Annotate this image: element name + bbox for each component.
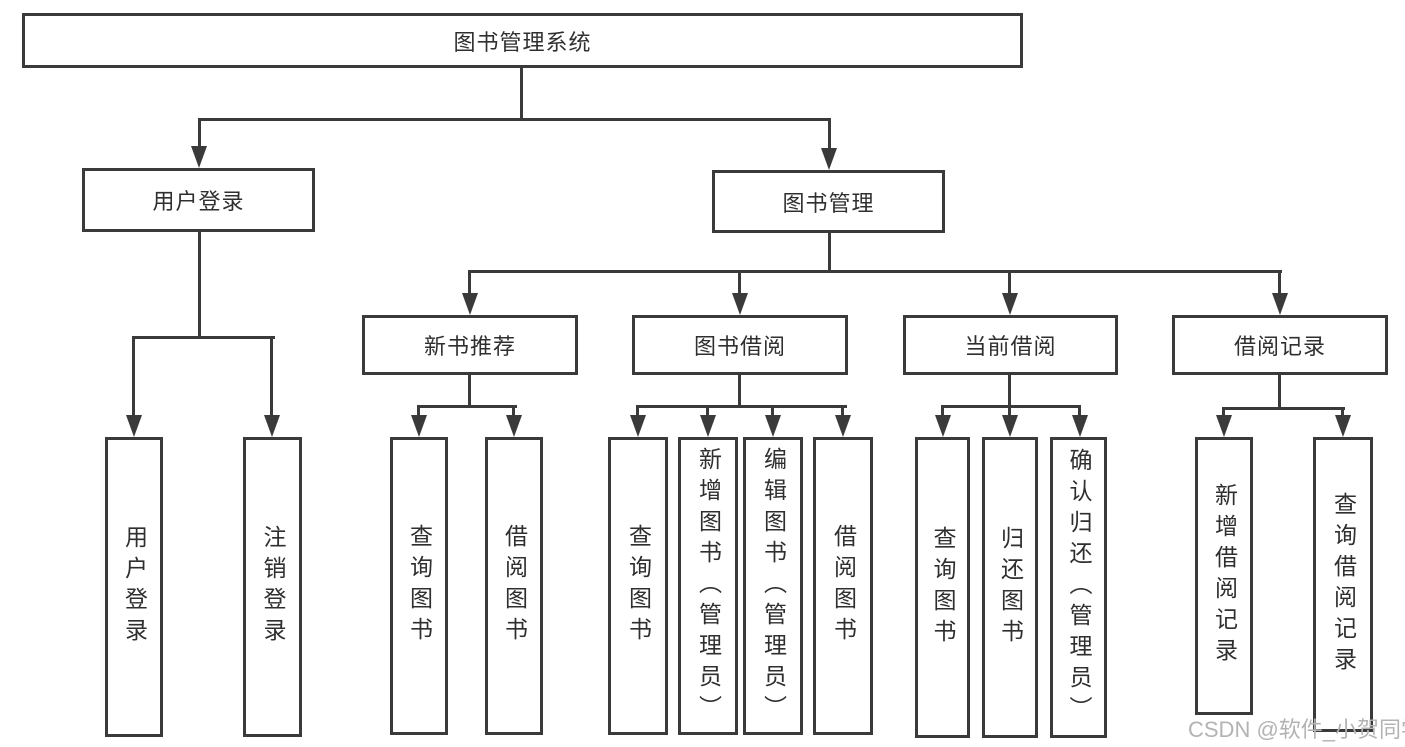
node-book-borrow: 图书借阅	[632, 315, 848, 375]
connector-records-drop-2	[1341, 407, 1344, 417]
connector-current-bar	[941, 405, 1081, 408]
leaf-logout: 注销登录	[243, 437, 302, 737]
arrowhead-borrow-leaf-3	[765, 415, 781, 437]
connector-login-drop-2	[270, 336, 273, 415]
node-user-login-label: 用户登录	[152, 189, 245, 214]
arrowhead-login-leaf-2	[264, 415, 280, 437]
leaf-current-confirm-admin: 确认归还（管理员）	[1050, 437, 1107, 738]
connector-login-bar	[132, 336, 275, 339]
leaf-current-confirm-admin-label: 确认归还（管理员）	[1066, 448, 1092, 727]
leaf-records-add: 新增借阅记录	[1195, 437, 1253, 715]
leaf-borrow-query: 查询图书	[608, 437, 668, 735]
node-borrow-records-label: 借阅记录	[1233, 334, 1326, 359]
leaf-current-query-label: 查询图书	[930, 525, 956, 650]
leaf-records-query-label: 查询借阅记录	[1330, 491, 1357, 678]
node-current-borrow-label: 当前借阅	[964, 334, 1057, 359]
leaf-borrow-add-admin-label: 新增图书（管理员）	[695, 446, 722, 726]
arrowhead-borrow-leaf-2	[700, 415, 716, 437]
node-book-borrow-label: 图书借阅	[693, 334, 786, 359]
connector-borrow-drop-1	[636, 405, 639, 417]
node-borrow-records: 借阅记录	[1172, 315, 1388, 375]
arrowhead-borrow-leaf-4	[835, 415, 851, 437]
connector-mgmt-drop-3	[1008, 270, 1011, 295]
node-user-login: 用户登录	[82, 168, 315, 232]
node-book-mgmt-label: 图书管理	[782, 190, 875, 216]
connector-current-drop-3	[1078, 405, 1081, 417]
connector-login-drop-1	[132, 336, 135, 415]
arrowhead-newbooks-leaf-2	[506, 415, 522, 437]
connector-borrow-drop-4	[841, 405, 844, 417]
leaf-newbooks-query-label: 查询图书	[406, 524, 433, 648]
leaf-borrow-query-label: 查询图书	[625, 524, 652, 648]
connector-records-stem	[1278, 375, 1281, 410]
connector-current-drop-1	[941, 405, 944, 417]
arrowhead-newbooks-leaf-1	[411, 415, 427, 437]
arrowhead-borrow-leaf-1	[630, 415, 646, 437]
watermark: CSDN @软件_小贺同学	[1188, 717, 1405, 742]
node-root-label: 图书管理系统	[453, 29, 592, 55]
leaf-current-return-label: 归还图书	[997, 525, 1024, 650]
arrowhead-records-leaf-1	[1216, 415, 1232, 437]
node-book-mgmt: 图书管理	[712, 170, 945, 233]
connector-borrow-stem	[738, 375, 741, 408]
arrowhead-records-leaf-2	[1335, 415, 1351, 437]
connector-root-drop-right	[828, 118, 831, 150]
connector-mgmt-drop-4	[1278, 270, 1281, 295]
arrowhead-login-leaf-1	[126, 415, 142, 437]
leaf-newbooks-borrow-label: 借阅图书	[501, 524, 528, 648]
arrowhead-user-login	[191, 146, 207, 168]
arrowhead-current-leaf-2	[1002, 415, 1018, 437]
leaf-borrow-add-admin: 新增图书（管理员）	[678, 437, 738, 735]
connector-newbooks-drop-2	[512, 405, 515, 417]
connector-newbooks-drop-1	[417, 405, 420, 417]
leaf-borrow-borrow: 借阅图书	[813, 437, 873, 735]
connector-records-bar	[1222, 407, 1345, 410]
node-new-books: 新书推荐	[362, 315, 578, 375]
leaf-current-return: 归还图书	[982, 437, 1038, 738]
leaf-logout-label: 注销登录	[260, 525, 286, 649]
leaf-borrow-edit-admin-label: 编辑图书（管理员）	[760, 446, 787, 726]
node-current-borrow: 当前借阅	[903, 315, 1118, 375]
arrowhead-current-borrow	[1002, 293, 1018, 315]
arrowhead-book-borrow	[732, 293, 748, 315]
arrowhead-current-leaf-3	[1072, 415, 1088, 437]
connector-borrow-drop-2	[706, 405, 709, 417]
connector-newbooks-stem	[468, 375, 471, 408]
connector-current-drop-2	[1008, 405, 1011, 417]
connector-current-stem	[1008, 375, 1011, 408]
arrowhead-borrow-records	[1272, 293, 1288, 315]
connector-borrow-bar	[636, 405, 847, 408]
leaf-newbooks-borrow: 借阅图书	[485, 437, 543, 735]
arrowhead-book-mgmt	[821, 148, 837, 170]
arrowhead-new-books	[462, 293, 478, 315]
connector-root-drop-left	[198, 118, 201, 148]
connector-login-stem	[198, 232, 201, 339]
connector-mgmt-stem	[828, 233, 831, 273]
connector-borrow-drop-3	[771, 405, 774, 417]
leaf-user-login: 用户登录	[105, 437, 163, 737]
arrowhead-current-leaf-1	[935, 415, 951, 437]
leaf-borrow-borrow-label: 借阅图书	[830, 524, 857, 648]
connector-mgmt-bar	[468, 270, 1282, 273]
connector-records-drop-1	[1222, 407, 1225, 417]
leaf-newbooks-query: 查询图书	[390, 437, 448, 735]
leaf-user-login-label: 用户登录	[121, 525, 148, 649]
leaf-borrow-edit-admin: 编辑图书（管理员）	[743, 437, 803, 735]
leaf-records-add-label: 新增借阅记录	[1211, 483, 1238, 669]
connector-mgmt-drop-2	[738, 270, 741, 295]
connector-newbooks-bar	[417, 405, 517, 408]
node-root: 图书管理系统	[22, 13, 1023, 68]
node-new-books-label: 新书推荐	[423, 334, 516, 359]
connector-root-bar	[198, 118, 831, 121]
leaf-current-query: 查询图书	[915, 437, 970, 738]
leaf-records-query: 查询借阅记录	[1313, 437, 1373, 732]
connector-mgmt-drop-1	[468, 270, 471, 295]
connector-root-stem	[520, 68, 523, 120]
